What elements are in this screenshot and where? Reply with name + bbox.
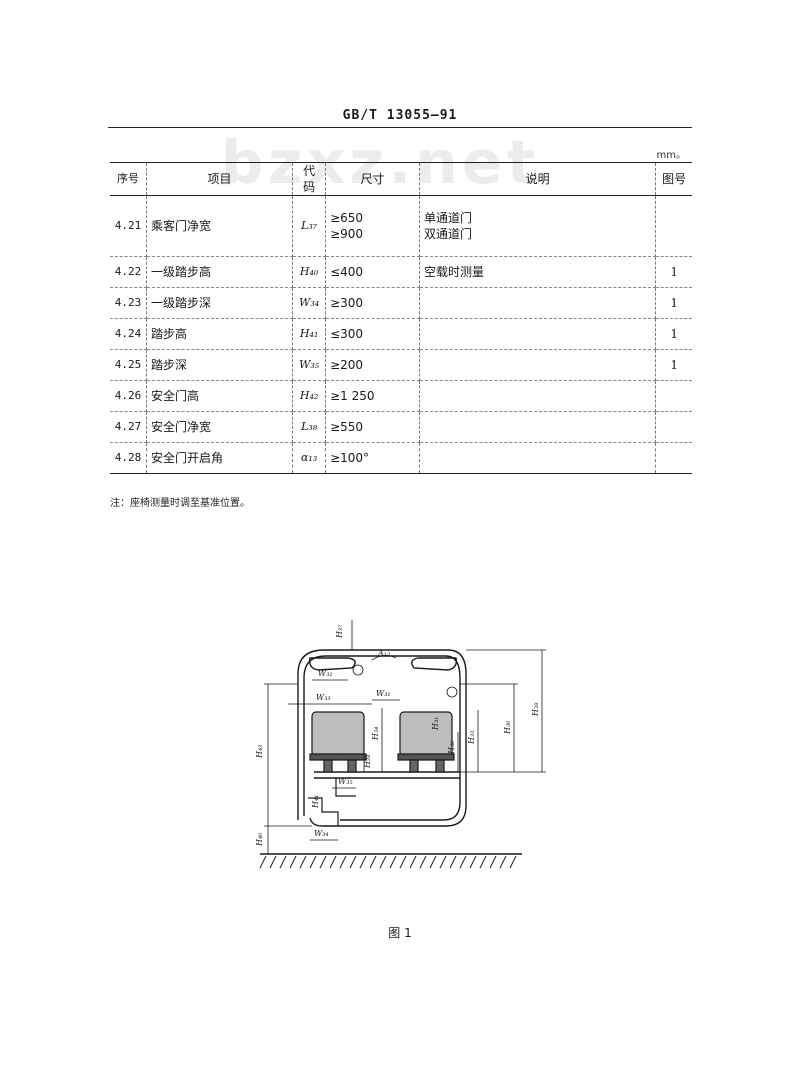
cell-seq: 4.24 <box>110 318 147 350</box>
table-row: 4.26 安全门高 H₄₂ ≥1 250 <box>110 380 692 412</box>
cell-desc <box>419 411 657 443</box>
dim-label: H₃₈ <box>531 702 540 717</box>
cell-code: W₃₅ <box>292 349 327 381</box>
cell-desc <box>419 380 657 412</box>
dim-label: H₃₁ <box>431 717 440 731</box>
dim-label: H₄₁ <box>311 795 320 809</box>
col-header-desc: 说明 <box>419 162 657 196</box>
dim-label: W₃₄ <box>314 829 329 838</box>
cell-desc: 单通道门 双通道门 <box>419 195 657 257</box>
cell-item: 一级踏步高 <box>146 256 294 288</box>
bus-body-outline <box>297 649 467 827</box>
cell-desc <box>419 287 657 319</box>
cell-seq: 4.23 <box>110 287 147 319</box>
cell-size: ≤400 <box>325 256 421 288</box>
seat-left <box>309 711 367 773</box>
unit-label: mm。 <box>656 150 686 161</box>
table-note: 注：座椅测量时调至基准位置。 <box>110 498 250 509</box>
cell-desc <box>419 318 657 350</box>
dim-label: H₃₇ <box>335 624 344 639</box>
cell-item: 安全门高 <box>146 380 294 412</box>
size-line: ≥650 <box>330 211 364 225</box>
cell-item: 一级踏步深 <box>146 287 294 319</box>
dim-label: W₃₅ <box>338 777 353 786</box>
cell-seq: 4.28 <box>110 442 147 474</box>
cell-desc: 空载时测量 <box>419 256 657 288</box>
col-header-item: 项目 <box>146 162 294 196</box>
cell-seq: 4.27 <box>110 411 147 443</box>
ground-line <box>259 853 522 869</box>
cell-size: ≥550 <box>325 411 421 443</box>
dim-label: W₃₃ <box>316 693 331 702</box>
cell-code: α₁₃ <box>292 442 327 474</box>
bus-cross-section-drawing: H₃₇ A₁₂ W₃₂ W₃₃ W₃₁ H₄₃ H₄₀ W₃₄ H₄₁ W₃₅ … <box>255 620 546 869</box>
dim-label: A₁₂ <box>377 649 390 658</box>
dimension-labels: H₃₇ A₁₂ W₃₂ W₃₃ W₃₁ H₄₃ H₄₀ W₃₄ H₄₁ W₃₅ … <box>255 624 540 847</box>
cell-fig: 1 <box>655 287 692 319</box>
cell-size: ≥200 <box>325 349 421 381</box>
cell-size: ≥300 <box>325 287 421 319</box>
dim-label: W₃₁ <box>376 689 391 698</box>
cell-fig <box>655 442 692 474</box>
cell-code: W₃₄ <box>292 287 327 319</box>
dim-label: H₄₀ <box>255 832 264 847</box>
cell-code: H₄₂ <box>292 380 327 412</box>
cell-seq: 4.26 <box>110 380 147 412</box>
cell-item: 安全门开启角 <box>146 442 294 474</box>
cell-code: L₃₈ <box>292 411 327 443</box>
table-row: 4.21 乘客门净宽 L₃₇ ≥650 ≥900 单通道门 双通道门 <box>110 195 692 257</box>
cell-size: ≤300 <box>325 318 421 350</box>
cell-desc <box>419 442 657 474</box>
cell-desc <box>419 349 657 381</box>
cell-fig: 1 <box>655 256 692 288</box>
entry-steps <box>308 778 356 826</box>
seat-right <box>397 711 455 773</box>
table-header-row: 序号 项目 代码 尺寸 说明 图号 <box>110 162 692 196</box>
cell-fig <box>655 380 692 412</box>
cell-code: L₃₇ <box>292 195 327 257</box>
table-row: 4.25 踏步深 W₃₅ ≥200 1 <box>110 349 692 381</box>
cell-item: 乘客门净宽 <box>146 195 294 257</box>
dim-label: H₃₃ <box>467 731 476 745</box>
cell-fig <box>655 195 692 257</box>
dim-label: H₃₀ <box>447 740 456 755</box>
dimension-lines <box>264 620 546 854</box>
dim-label: H₃₄ <box>371 727 380 741</box>
col-header-size: 尺寸 <box>325 162 421 196</box>
dim-label: W₃₂ <box>318 669 333 678</box>
table-row: 4.27 安全门净宽 L₃₈ ≥550 <box>110 411 692 443</box>
spec-table: 序号 项目 代码 尺寸 说明 图号 4.21 乘客门净宽 L₃₇ ≥650 ≥9… <box>110 162 692 474</box>
cell-size: ≥1 250 <box>325 380 421 412</box>
cell-seq: 4.21 <box>110 195 147 257</box>
cell-seq: 4.25 <box>110 349 147 381</box>
table-row: 4.24 踏步高 H₄₁ ≤300 1 <box>110 318 692 350</box>
cell-code: H₄₁ <box>292 318 327 350</box>
cell-fig: 1 <box>655 318 692 350</box>
dim-label: H₃₆ <box>503 720 512 735</box>
dim-label: H₂₈ <box>363 754 372 769</box>
col-header-fig: 图号 <box>655 162 692 196</box>
table-row: 4.28 安全门开启角 α₁₃ ≥100° <box>110 442 692 474</box>
figure-caption: 图 1 <box>388 926 412 940</box>
desc-line: 双通道门 <box>424 227 473 241</box>
table-row: 4.23 一级踏步深 W₃₄ ≥300 1 <box>110 287 692 319</box>
header-rule <box>108 127 692 128</box>
cell-fig <box>655 411 692 443</box>
cell-item: 踏步深 <box>146 349 294 381</box>
cell-size: ≥100° <box>325 442 421 474</box>
desc-line: 单通道门 <box>424 211 473 225</box>
dim-label: H₄₃ <box>255 745 264 759</box>
size-line: ≥900 <box>330 227 364 241</box>
col-header-seq: 序号 <box>110 162 147 196</box>
col-header-code: 代码 <box>292 162 327 196</box>
cell-size: ≥650 ≥900 <box>325 195 421 257</box>
cell-item: 踏步高 <box>146 318 294 350</box>
standard-code-header: GB/T 13055—91 <box>342 108 458 123</box>
table-row: 4.22 一级踏步高 H₄₀ ≤400 空载时测量 1 <box>110 256 692 288</box>
cell-fig: 1 <box>655 349 692 381</box>
cell-code: H₄₀ <box>292 256 327 288</box>
cell-item: 安全门净宽 <box>146 411 294 443</box>
cell-seq: 4.22 <box>110 256 147 288</box>
